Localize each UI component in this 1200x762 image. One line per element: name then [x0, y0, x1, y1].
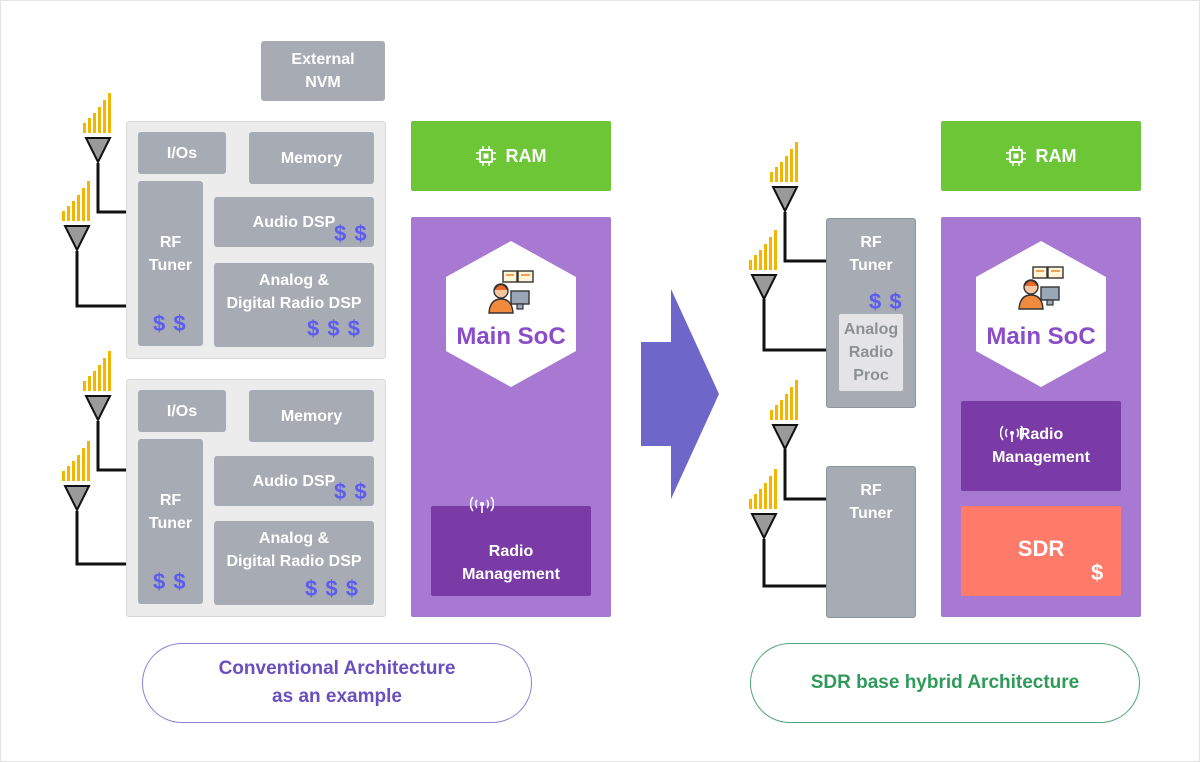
cost-indicator: $ $	[153, 311, 187, 336]
memory-block: Memory	[249, 390, 374, 442]
ram-block: RAM	[411, 121, 611, 191]
left-caption: Conventional Architecture as an example	[142, 643, 532, 723]
radio-management-block: Radio Management	[961, 401, 1121, 491]
right-caption: SDR base hybrid Architecture	[750, 643, 1140, 723]
chip-icon	[475, 146, 496, 166]
antenna-icon	[749, 469, 778, 539]
chip-icon	[1005, 146, 1026, 166]
rf-tuner-block: RF Tuner	[138, 181, 203, 346]
ios-block: I/Os	[138, 390, 226, 432]
main-soc-label: Main SoC	[986, 323, 1096, 350]
antenna-icon	[770, 142, 799, 212]
ram-label: RAM	[1035, 145, 1077, 166]
ram-block: RAM	[941, 121, 1141, 191]
cost-indicator: $	[1091, 560, 1104, 585]
operator-icon	[488, 270, 534, 314]
soc-hexagon	[446, 241, 576, 387]
main-soc-label: Main SoC	[456, 323, 566, 350]
rf-tuner-block: RF Tuner	[138, 439, 203, 604]
radio-dsp-block: Analog & Digital Radio DSP	[214, 521, 374, 605]
audio-dsp-block: Audio DSP	[214, 197, 374, 247]
radio-management-label: Radio Management	[992, 426, 1090, 466]
broadcast-icon	[470, 495, 495, 513]
antenna-icon	[83, 93, 112, 163]
antenna-icon	[83, 351, 112, 421]
audio-dsp-block: Audio DSP	[214, 456, 374, 506]
sdr-label: SDR	[1017, 536, 1065, 561]
sdr-block: SDR $	[961, 506, 1121, 596]
radio-management-label: Radio Management	[462, 542, 560, 583]
radio-management-block: Radio Management	[431, 495, 591, 596]
rf-tuner-block: RF Tuner	[826, 466, 916, 618]
analog-radio-proc-block: Analog Radio Proc	[838, 313, 904, 392]
memory-block: Memory	[249, 132, 374, 184]
cost-indicator: $ $	[153, 569, 187, 594]
cost-indicator: $ $	[334, 221, 368, 246]
transition-arrow	[641, 289, 719, 499]
external-nvm-block: External NVM	[261, 41, 385, 101]
radio-dsp-block: Analog & Digital Radio DSP	[214, 263, 374, 347]
cost-indicator: $ $	[334, 479, 368, 504]
antenna-icon	[770, 380, 799, 450]
ios-block: I/Os	[138, 132, 226, 174]
cost-indicator: $ $	[869, 289, 903, 314]
soc-hexagon	[976, 241, 1106, 387]
cost-indicator: $ $ $	[305, 576, 359, 601]
broadcast-icon	[1000, 425, 1025, 442]
operator-icon	[1018, 266, 1064, 310]
ram-label: RAM	[505, 145, 547, 166]
antenna-icon	[62, 441, 91, 511]
cost-indicator: $ $ $	[307, 316, 361, 341]
antenna-icon	[749, 230, 778, 300]
antenna-icon	[62, 181, 91, 251]
